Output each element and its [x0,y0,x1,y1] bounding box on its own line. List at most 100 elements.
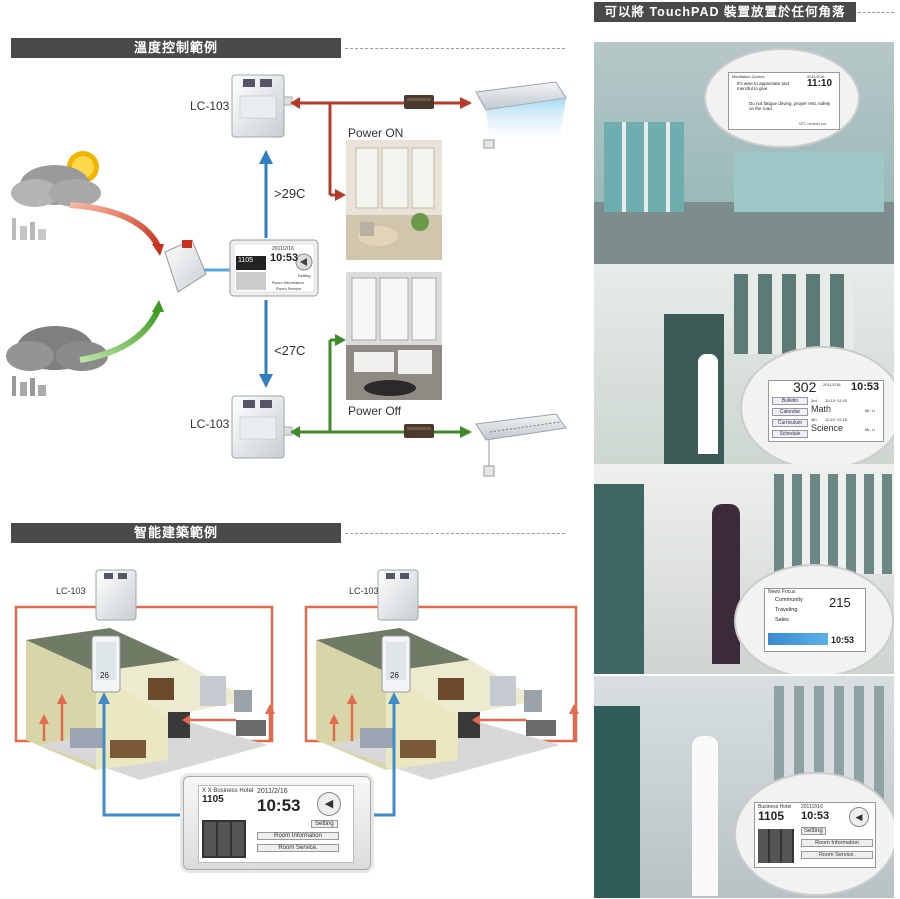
room-photo-power-on [346,140,442,260]
touchpad-temp-date: 2011/2/16 [272,246,294,252]
scene4-speaker-icon[interactable]: ◀ [849,807,869,827]
scene4-room-info[interactable]: Room Information [801,839,873,847]
touchpad-temp-room-service: Room Service. [276,286,303,291]
room-photo-power-off [346,272,442,400]
header-temperature: 溫度控制範例 [11,38,341,58]
scene2-time: 10:53 [851,381,880,393]
touchpad-main-room: 1105 [202,794,224,805]
touchpad-main-time: 10:53 [257,796,301,815]
touchpad-main-hotel: X X Business Hotel [202,788,254,794]
lc103-building-left-label: LC-103 [56,586,86,596]
student-figure [698,354,718,454]
thermostat-left-value: 26 [100,671,109,680]
touchpad-main-room-service[interactable]: Room Service. [257,844,339,852]
scene3-bubble: News Focus Community Traveling Sales 215… [734,564,894,674]
scene1-quote2: Do not fatigue driving, proper rest, saf… [749,101,831,111]
keypad[interactable] [202,820,246,858]
scene1-bubble: Meditation Quotes 2011/2/16 11:10 It's w… [704,48,860,148]
scene4-screen: Business Hotel 1105 2011/2/16 10:53 ◀ Se… [754,802,876,868]
scene1-footer: MTC reminds you [799,122,827,126]
scene1-title: Meditation Quotes [732,74,765,79]
scene4-room: 1105 [758,809,785,823]
man-figure [692,736,718,896]
lc103-top-label: LC-103 [190,99,230,113]
scene2-row2-teacher: Mr. Li [865,427,875,432]
lc103-building-right [377,569,419,621]
power-on-label: Power ON [348,126,404,140]
lc103-bottom-label: LC-103 [190,417,230,431]
scene1-quote1: It's wise to appreciate and merciful to … [737,81,789,91]
scene-school: 302 2011/2/16 10:53 Bulletin Calendar Cu… [594,264,894,464]
thermostat-left [91,635,121,693]
hot-arrow [69,202,161,248]
header-building-rule [345,533,565,534]
temperature-sensor [164,239,207,293]
thermostat-right-value: 26 [390,671,399,680]
scene4-room-service[interactable]: Room Service. [801,851,873,859]
threshold-low-label: <27C [274,343,306,358]
lc103-top-device [231,74,293,138]
building-left [26,628,268,780]
touchpad-temp-room-info: Room Information [272,280,304,285]
scene2-row1-subject: Math [811,404,832,414]
scene3-title: News Focus [768,589,796,595]
ac-unit-off [475,413,567,477]
scene2-row1-time: 10:10~11:00 [825,398,848,403]
lc103-bottom-device [231,395,293,459]
scene-office: News Focus Community Traveling Sales 215… [594,464,894,674]
cool-arrow [79,308,161,363]
lc103-building-right-label: LC-103 [349,586,379,596]
rain-cloud-icon [6,326,108,396]
relay-off [404,424,434,438]
threshold-high-label: >29C [274,186,306,201]
scene4-date: 2011/2/16 [801,804,823,810]
power-off-label: Power Off [348,404,402,418]
scene2-row1-teacher: Mr. Li [865,408,875,413]
scene4-time: 10:53 [801,810,830,822]
scene2-btn-schedule[interactable]: Schedule [772,430,808,438]
scene3-item-traveling[interactable]: Traveling [775,607,798,613]
sun-cloud-icon [11,151,101,240]
scene1-time: 11:10 [807,78,833,89]
scene4-hotel: Business Hotel [758,804,792,810]
header-touchpad-rule [858,12,894,13]
touchpad-temp-room: 1105 [238,257,254,264]
scene3-number: 215 [829,595,851,610]
scene2-bubble: 302 2011/2/16 10:53 Bulletin Calendar Cu… [740,346,894,464]
scene3-icons-bar[interactable] [768,633,828,645]
scene1-date: 2011/2/16 [807,74,825,79]
scene-hallway: Meditation Quotes 2011/2/16 11:10 It's w… [594,42,894,264]
scene4-bubble: Business Hotel 1105 2011/2/16 10:53 ◀ Se… [734,772,894,896]
scene4-setting[interactable]: Setting [801,827,826,835]
lc103-building-left [95,569,137,621]
touchpad-main-date: 2011/2/16 [257,788,288,795]
touchpad-main-screen: X X Business Hotel 1105 2011/2/16 10:53 … [198,785,354,863]
scene3-item-sales[interactable]: Sales [775,617,789,623]
touchpad-main-room-info[interactable]: Room Information [257,832,339,840]
scene2-room: 302 [793,379,817,395]
scene3-time: 10:53 [831,635,855,645]
scene2-row2-period: 4th [811,417,817,422]
scene1-screen: Meditation Quotes 2011/2/16 11:10 It's w… [728,72,840,130]
touchpad-temperature [229,239,319,297]
woman-figure [712,504,740,664]
scene3-item-community[interactable]: Community [775,597,803,603]
touchpad-main-setting[interactable]: Setting [311,820,338,828]
scene2-btn-calendar[interactable]: Calendar [772,408,808,416]
scene2-row1-period: 3rd [811,398,817,403]
thermostat-right [381,635,411,693]
touchpad-temp-time: 10:53 [270,252,299,264]
scene4-keypad[interactable] [758,829,794,863]
scene2-btn-curriculum[interactable]: Curriculum [772,419,808,427]
ac-unit-on [475,81,567,149]
speaker-icon[interactable]: ◀ [317,792,341,816]
header-temperature-rule [345,48,565,49]
touchpad-temp-setting: Setting [298,273,311,278]
scene2-row2-subject: Science [811,423,844,433]
header-touchpad: 可以將 TouchPAD 裝置放置於任何角落 [594,2,856,22]
scene2-btn-bulletin[interactable]: Bulletin [772,397,808,405]
relay-on [404,95,434,109]
touchpad-main[interactable]: X X Business Hotel 1105 2011/2/16 10:53 … [183,776,371,870]
scene3-screen: News Focus Community Traveling Sales 215… [764,588,866,652]
